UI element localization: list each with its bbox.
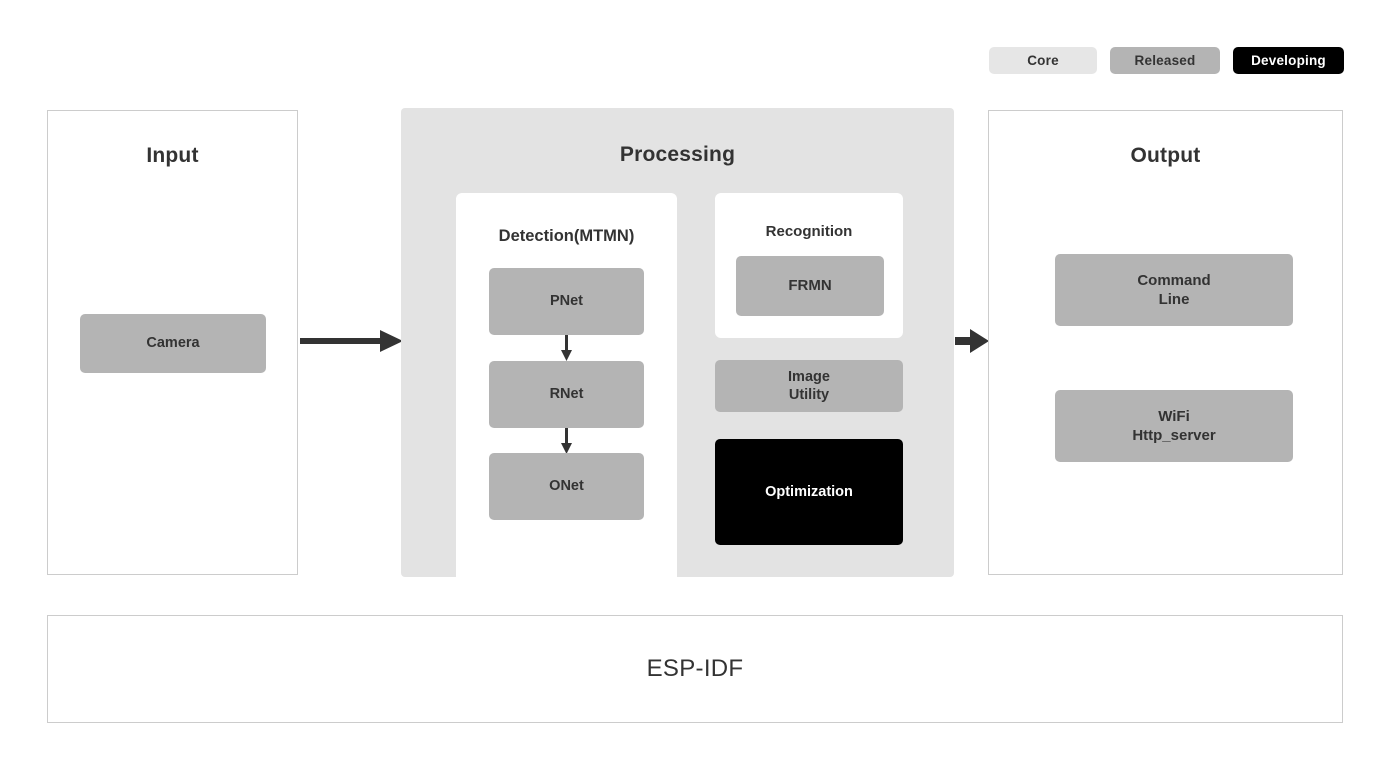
card-recognition-title: Recognition — [765, 223, 853, 240]
node-frmn-label: FRMN — [788, 277, 832, 295]
panel-title-input: Input — [146, 144, 199, 167]
node-command-line-label: Command Line — [1137, 271, 1210, 309]
node-camera-label: Camera — [146, 335, 200, 352]
legend-chip-released: Released — [1110, 47, 1220, 74]
node-camera: Camera — [80, 314, 266, 373]
node-wifi-http-server-line1: WiFi — [1158, 407, 1190, 425]
node-wifi-http-server: WiFi Http_server — [1055, 390, 1293, 462]
legend-label-developing: Developing — [1251, 53, 1326, 68]
panel-input: Input Camera — [47, 110, 298, 575]
node-command-line-line1: Command — [1137, 271, 1211, 289]
panel-title-output: Output — [1130, 144, 1201, 167]
node-frmn: FRMN — [736, 256, 884, 316]
arrow-processing-to-output — [955, 329, 989, 353]
node-image-utility-label: Image Utility — [788, 368, 830, 405]
legend-chip-developing: Developing — [1233, 47, 1344, 74]
esp-idf-label: ESP-IDF — [646, 655, 744, 682]
panel-esp-idf: ESP-IDF — [47, 615, 1343, 723]
node-rnet: RNet — [489, 361, 644, 428]
card-detection-title: Detection(MTMN) — [498, 227, 635, 245]
arrow-rnet-to-onet — [561, 428, 572, 454]
node-pnet-label: PNet — [549, 293, 584, 310]
card-detection: Detection(MTMN) PNet RNet ONet — [456, 193, 677, 653]
node-command-line: Command Line — [1055, 254, 1293, 326]
node-image-utility: Image Utility — [715, 360, 903, 412]
legend: Core Released Developing — [988, 47, 1344, 74]
panel-output: Output Command Line WiFi Http_server — [988, 110, 1343, 575]
node-wifi-http-server-label: WiFi Http_server — [1132, 407, 1215, 445]
node-image-utility-line2: Utility — [788, 387, 830, 403]
node-wifi-http-server-line2: Http_server — [1132, 427, 1216, 444]
node-command-line-line2: Line — [1158, 291, 1190, 308]
node-pnet: PNet — [489, 268, 644, 335]
legend-chip-core: Core — [989, 47, 1097, 74]
legend-label-core: Core — [1027, 53, 1059, 68]
card-recognition: Recognition FRMN — [715, 193, 903, 338]
arrow-pnet-to-rnet — [561, 335, 572, 361]
arrow-input-to-processing — [300, 329, 403, 353]
node-rnet-label: RNet — [549, 386, 584, 403]
panel-title-processing: Processing — [619, 143, 736, 166]
node-optimization-label: Optimization — [765, 483, 853, 500]
node-onet-label: ONet — [549, 478, 584, 495]
legend-label-released: Released — [1134, 53, 1196, 68]
node-image-utility-line1: Image — [788, 368, 830, 385]
node-onet: ONet — [489, 453, 644, 520]
node-optimization: Optimization — [715, 439, 903, 545]
panel-processing: Processing Detection(MTMN) PNet RNet — [401, 108, 954, 653]
